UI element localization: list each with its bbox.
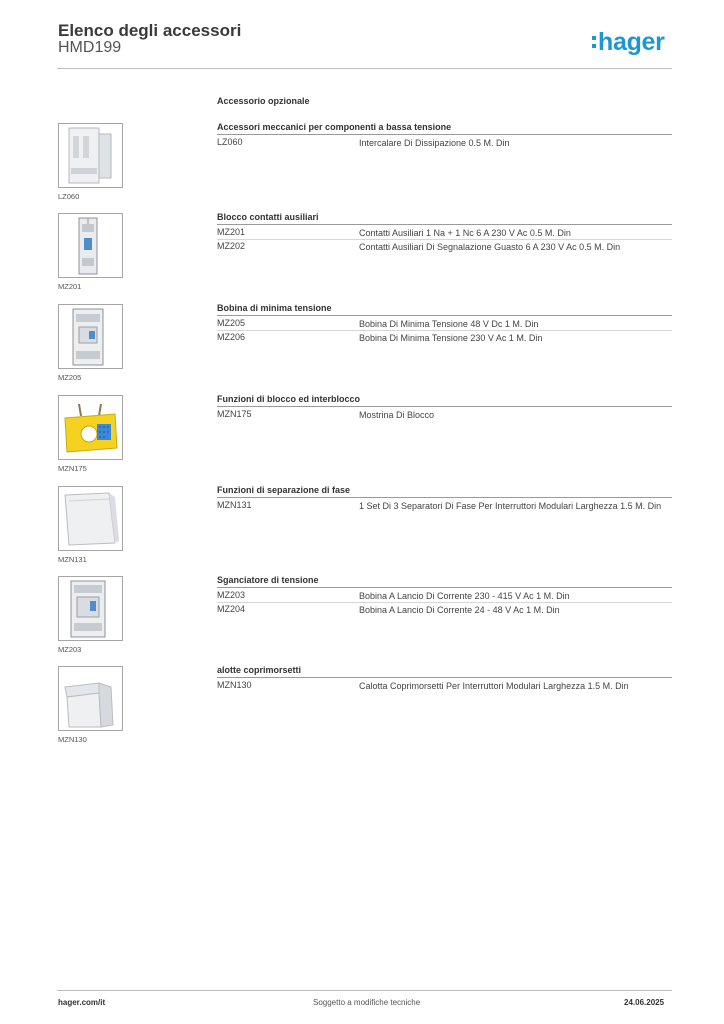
group-title: alotte coprimorsetti <box>217 665 302 675</box>
group-divider <box>217 224 672 225</box>
hager-logo: hager <box>592 26 665 58</box>
group-divider <box>217 497 672 498</box>
group-title: Sganciatore di tensione <box>217 575 319 585</box>
image-code-label: MZ201 <box>58 282 82 291</box>
group-title: Bobina di minima tensione <box>217 303 332 313</box>
article-code: MZN130 <box>217 680 252 690</box>
article-code: MZ201 <box>217 227 246 237</box>
image-code-label: MZ205 <box>58 373 82 382</box>
article-code: MZN175 <box>217 409 252 419</box>
row-divider <box>217 330 672 331</box>
article-description: 1 Set Di 3 Separatori Di Fase Per Interr… <box>359 501 662 511</box>
group-divider <box>217 677 672 678</box>
row-divider <box>217 602 672 603</box>
article-code: MZ202 <box>217 241 246 251</box>
row-divider <box>217 239 672 240</box>
locking-device-image <box>58 395 123 460</box>
group-title: Blocco contatti ausiliari <box>217 212 319 222</box>
group-title: Funzioni di separazione di fase <box>217 485 351 495</box>
image-code-label: MZN175 <box>58 464 87 473</box>
phase-separator-image <box>58 486 123 551</box>
logo-dots-icon <box>592 34 596 50</box>
group-title: Accessori meccanici per componenti a bas… <box>217 122 452 132</box>
group-divider <box>217 587 672 588</box>
group-divider <box>217 315 672 316</box>
footer-note: Soggetto a modifiche tecniche <box>313 998 421 1007</box>
article-description: Bobina A Lancio Di Corrente 24 - 48 V Ac… <box>359 605 560 615</box>
group-divider <box>217 406 672 407</box>
article-code: MZ206 <box>217 332 246 342</box>
section-heading: Accessorio opzionale <box>217 96 310 106</box>
article-description: Contatti Ausiliari 1 Na + 1 Nc 6 A 230 V… <box>359 228 571 238</box>
article-code: LZ060 <box>217 137 243 147</box>
shunt-trip-image <box>58 576 123 641</box>
image-code-label: MZN130 <box>58 735 87 744</box>
header-divider <box>57 68 672 69</box>
image-code-label: MZN131 <box>58 555 87 564</box>
group-title: Funzioni di blocco ed interblocco <box>217 394 361 404</box>
page-title: Elenco degli accessori <box>58 21 242 40</box>
article-description: Intercalare Di Dissipazione 0.5 M. Din <box>359 138 510 148</box>
undervoltage-coil-image <box>58 304 123 369</box>
article-code: MZ205 <box>217 318 246 328</box>
article-description: Contatti Ausiliari Di Segnalazione Guast… <box>359 242 621 252</box>
article-description: Bobina Di Minima Tensione 48 V Dc 1 M. D… <box>359 319 539 329</box>
logo-text: hager <box>598 27 665 56</box>
article-description: Calotta Coprimorsetti Per Interruttori M… <box>359 681 629 691</box>
article-description: Bobina Di Minima Tensione 230 V Ac 1 M. … <box>359 333 543 343</box>
group-divider <box>217 134 672 135</box>
spacer-module-image <box>58 123 123 188</box>
image-code-label: MZ203 <box>58 645 82 654</box>
auxiliary-contact-image <box>58 213 123 278</box>
image-code-label: LZ060 <box>58 192 80 201</box>
footer-date: 24.06.2025 <box>624 998 665 1007</box>
terminal-cover-image <box>58 666 123 731</box>
article-code: MZN131 <box>217 500 252 510</box>
article-description: Mostrina Di Blocco <box>359 410 435 420</box>
article-code: MZ204 <box>217 604 246 614</box>
article-code: MZ203 <box>217 590 246 600</box>
product-code: HMD199 <box>58 39 122 56</box>
footer-website-link[interactable]: hager.com/it <box>58 998 106 1007</box>
footer-divider <box>57 990 672 991</box>
article-description: Bobina A Lancio Di Corrente 230 - 415 V … <box>359 591 570 601</box>
